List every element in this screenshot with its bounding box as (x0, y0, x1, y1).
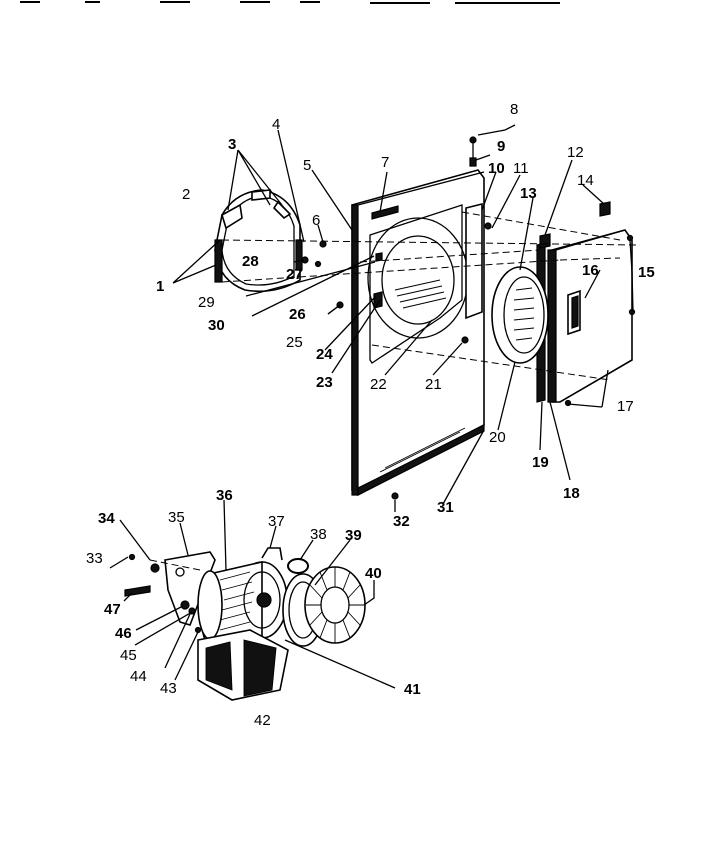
callout-25: 25 (286, 334, 303, 351)
callout-21: 21 (425, 376, 442, 393)
callout-26: 26 (289, 306, 306, 323)
callout-12: 12 (567, 144, 584, 161)
callout-19: 19 (532, 454, 549, 471)
callout-35: 35 (168, 509, 185, 526)
alignment-lines (221, 211, 641, 381)
callout-37: 37 (268, 513, 285, 530)
callout-44: 44 (130, 668, 147, 685)
callout-15: 15 (638, 264, 655, 281)
callout-14: 14 (577, 172, 594, 189)
callout-27: 27 (286, 266, 303, 283)
callout-labels: 1 2 3 4 5 6 7 8 9 10 11 12 13 14 15 16 1… (86, 101, 655, 729)
callout-28: 28 (242, 253, 259, 270)
callout-38: 38 (310, 526, 327, 543)
callout-36: 36 (216, 487, 233, 504)
callout-13: 13 (520, 185, 537, 202)
callout-17: 17 (617, 398, 634, 415)
callout-9: 9 (497, 138, 505, 155)
callout-1: 1 (156, 278, 164, 295)
callout-6: 6 (312, 212, 320, 229)
callout-20: 20 (489, 429, 506, 446)
callout-10: 10 (488, 160, 505, 177)
header-remnant (20, 1, 560, 4)
callout-22: 22 (370, 376, 387, 393)
callout-43: 43 (160, 680, 177, 697)
callout-23: 23 (316, 374, 333, 391)
callout-42: 42 (254, 712, 271, 729)
callout-18: 18 (563, 485, 580, 502)
callout-45: 45 (120, 647, 137, 664)
callout-39: 39 (345, 527, 362, 544)
callout-32: 32 (393, 513, 410, 530)
callout-46: 46 (115, 625, 132, 642)
motor-assembly (124, 547, 366, 701)
callout-8: 8 (510, 101, 518, 118)
door-assembly (491, 201, 633, 403)
callout-24: 24 (316, 346, 333, 363)
callout-4: 4 (272, 116, 280, 133)
leader-lines (109, 124, 634, 689)
callout-33: 33 (86, 550, 103, 567)
callout-34: 34 (98, 510, 115, 527)
front-panel (351, 169, 485, 496)
callout-5: 5 (303, 157, 311, 174)
callout-30: 30 (208, 317, 225, 334)
callout-41: 41 (404, 681, 421, 698)
callout-3: 3 (228, 136, 236, 153)
callout-47: 47 (104, 601, 121, 618)
callout-2: 2 (182, 186, 190, 203)
callout-16: 16 (582, 262, 599, 279)
drum-seal-ring (214, 189, 303, 293)
callout-11: 11 (513, 160, 529, 177)
callout-29: 29 (198, 294, 215, 311)
callout-40: 40 (365, 565, 382, 582)
callout-31: 31 (437, 499, 454, 516)
callout-7: 7 (381, 154, 389, 171)
